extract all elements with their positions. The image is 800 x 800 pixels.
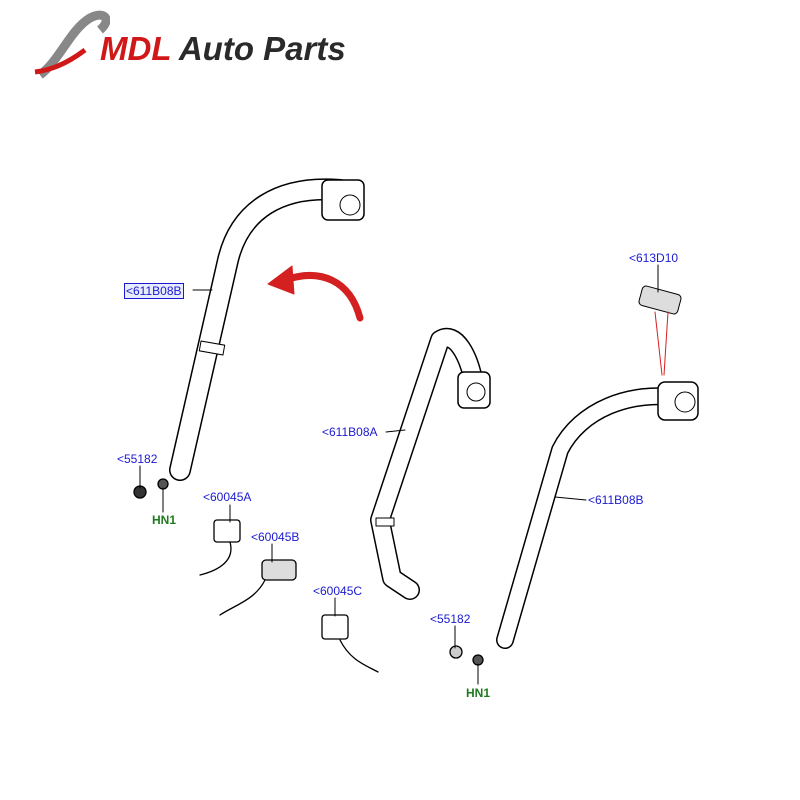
callout-left-belt[interactable]: <611B08B bbox=[124, 283, 184, 299]
callout-left-nut[interactable]: HN1 bbox=[152, 513, 177, 527]
right-seat-belt bbox=[496, 285, 699, 649]
logo-mdl: MDL bbox=[100, 30, 171, 67]
left-seat-belt bbox=[169, 178, 365, 481]
center-seat-belt bbox=[370, 328, 491, 600]
belt-guide-613d10 bbox=[638, 285, 682, 315]
callout-buckle-a[interactable]: <60045A bbox=[203, 490, 252, 504]
callout-right-bolt[interactable]: <55182 bbox=[430, 612, 471, 626]
callout-left-bolt[interactable]: <55182 bbox=[117, 452, 158, 466]
logo-auto-parts: Auto Parts bbox=[170, 30, 346, 67]
red-direction-arrow-icon bbox=[267, 265, 364, 322]
callout-buckle-c[interactable]: <60045C bbox=[313, 584, 363, 598]
logo-text: MDL Auto Parts bbox=[100, 30, 346, 68]
buckle-60045a bbox=[213, 519, 241, 543]
logo-swoosh-icon bbox=[34, 10, 111, 79]
buckle-60045b bbox=[261, 559, 297, 581]
buckle-60045c bbox=[321, 614, 349, 640]
callout-buckle-b[interactable]: <60045B bbox=[251, 530, 300, 544]
callout-right-belt[interactable]: <611B08B bbox=[588, 493, 644, 507]
mdl-auto-parts-logo: MDL Auto Parts bbox=[30, 10, 360, 80]
callout-right-nut[interactable]: HN1 bbox=[466, 686, 491, 700]
callout-guide[interactable]: <613D10 bbox=[629, 251, 679, 265]
callout-center-belt[interactable]: <611B08A bbox=[322, 425, 378, 439]
